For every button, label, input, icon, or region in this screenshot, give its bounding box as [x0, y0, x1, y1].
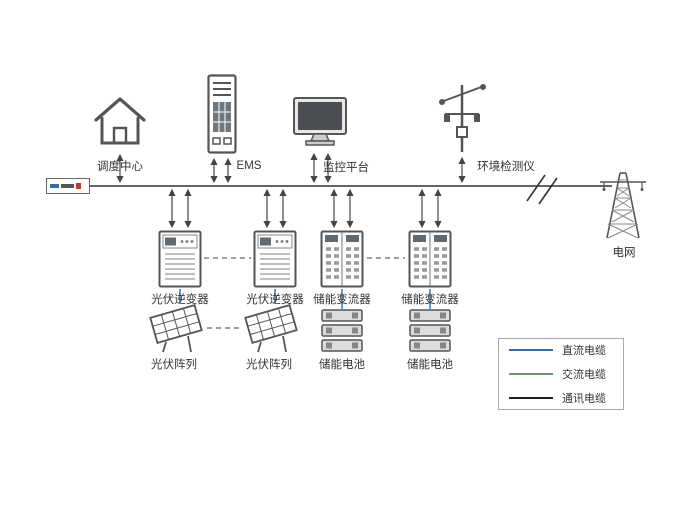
pv-inverter-cabinet-icon [158, 230, 202, 288]
legend-row-comm: 通讯电缆 [509, 390, 613, 406]
ems-label: EMS [236, 160, 262, 172]
environment-detector-label: 环境检测仪 [477, 161, 535, 173]
battery-stack-icon [320, 308, 364, 354]
meter-device [46, 178, 90, 194]
ess-converter-cabinet-icon [320, 230, 364, 288]
pv-array-icon [148, 302, 204, 354]
pv-inverter-label-2: 光伏逆变器 [246, 294, 304, 306]
ess-converter-label-1: 储能变流器 [313, 294, 371, 306]
dc-cable-swatch [509, 349, 553, 351]
dashed-links [204, 257, 405, 329]
ac-cable-swatch [509, 373, 553, 375]
dc-cable-label: 直流电缆 [562, 345, 606, 357]
environment-detector-icon [430, 80, 492, 154]
cabinet-bus-links [168, 188, 442, 229]
meter-display-segment [61, 184, 74, 188]
legend-row-dc: 直流电缆 [509, 342, 613, 358]
battery-stack-icon [408, 308, 452, 354]
ess-converter-cabinet-icon [408, 230, 452, 288]
meter-indicator [76, 183, 81, 189]
pv-inverter-label-1: 光伏逆变器 [151, 294, 209, 306]
pv-inverter-cabinet-icon [253, 230, 297, 288]
comm-cable-label: 通讯电缆 [562, 393, 606, 405]
dispatch-center-icon [88, 90, 152, 150]
pv-array-label-2: 光伏阵列 [246, 359, 292, 371]
line-break-mark [526, 174, 558, 205]
battery-label-1: 储能电池 [319, 359, 365, 371]
legend-row-ac: 交流电缆 [509, 366, 613, 382]
monitoring-platform-label: 监控平台 [323, 162, 369, 174]
legend-box: 直流电缆 交流电缆 通讯电缆 [498, 338, 624, 410]
meter-display-segment [50, 184, 59, 188]
ems-server-icon [207, 74, 237, 154]
power-grid-tower-icon [596, 168, 650, 240]
dc-links [179, 289, 431, 309]
pv-array-label-1: 光伏阵列 [151, 359, 197, 371]
ac-cable-label: 交流电缆 [562, 369, 606, 381]
ess-converter-label-2: 储能变流器 [401, 294, 459, 306]
dispatch-center-label: 调度中心 [97, 161, 143, 173]
device-bus-links [116, 152, 466, 184]
power-grid-label: 电网 [612, 247, 636, 259]
battery-label-2: 储能电池 [407, 359, 453, 371]
monitoring-platform-icon [292, 96, 348, 148]
pv-array-icon [243, 302, 299, 354]
comm-cable-swatch [509, 397, 553, 399]
